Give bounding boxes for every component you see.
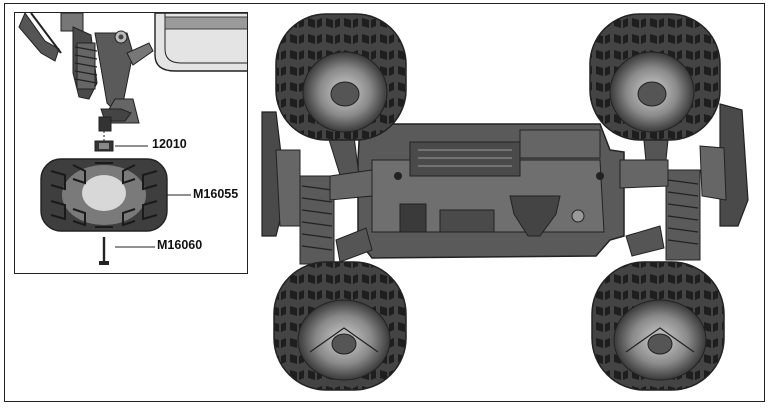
outer-frame [4, 3, 765, 402]
body-fender-fragment [154, 13, 247, 72]
wheel-front-left [275, 13, 407, 141]
hex-adapter-part [94, 131, 148, 152]
callout-12010: 12010 [152, 137, 187, 151]
battery-tray [409, 141, 521, 177]
wheel-exploded-view-panel: 12010 M16055 M16060 [14, 12, 248, 274]
wheel-rear-left [273, 261, 407, 391]
wheel-rear-right [591, 261, 725, 391]
tire-side-view [40, 158, 191, 232]
shock-spring [74, 42, 98, 90]
exploded-view-drawing [18, 13, 247, 265]
suspension-upright-assembly [18, 13, 154, 132]
wheel-front-right [589, 13, 721, 141]
chassis [357, 123, 625, 259]
callout-m16055: M16055 [193, 187, 239, 201]
callout-m16060: M16060 [157, 238, 203, 252]
wheel-pin-part [99, 237, 155, 265]
